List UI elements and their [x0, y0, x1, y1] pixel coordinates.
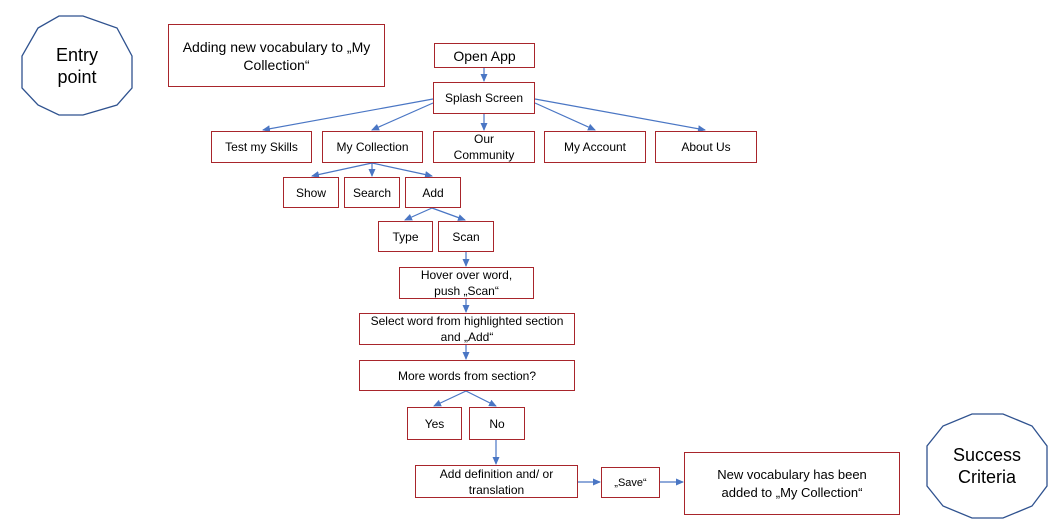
success-criteria-octagon	[926, 413, 1048, 519]
success-criteria-label: Success Criteria	[952, 445, 1022, 487]
node-save: „Save“	[601, 467, 660, 498]
node-type: Type	[378, 221, 433, 252]
edge-collection-show	[311, 162, 373, 178]
node-splash-screen: Splash Screen	[433, 82, 535, 114]
edge-add-type	[404, 207, 433, 221]
edge-splash-test-skills	[262, 98, 434, 133]
node-our-community: Our Community	[433, 131, 535, 163]
entry-point-octagon	[21, 15, 133, 116]
diagram-title: Adding new vocabulary to „My Collection“	[168, 24, 385, 87]
node-add: Add	[405, 177, 461, 208]
edge-splash-about-us	[534, 98, 706, 133]
node-open-app: Open App	[434, 43, 535, 68]
node-hover-over-word: Hover over word, push „Scan“	[399, 267, 534, 299]
edge-collection-add	[371, 162, 433, 178]
node-show: Show	[283, 177, 339, 208]
node-select-word: Select word from highlighted section and…	[359, 313, 575, 345]
node-result: New vocabulary has been added to „My Col…	[684, 452, 900, 515]
node-my-collection: My Collection	[322, 131, 423, 163]
edge-splash-my-account	[534, 102, 596, 131]
node-scan: Scan	[438, 221, 494, 252]
edge-add-scan	[431, 207, 466, 221]
node-about-us: About Us	[655, 131, 757, 163]
node-more-words: More words from section?	[359, 360, 575, 391]
entry-point-label: Entry point	[55, 44, 98, 87]
node-yes: Yes	[407, 407, 462, 440]
node-no: No	[469, 407, 525, 440]
edge-more-no	[465, 390, 497, 407]
node-my-account: My Account	[544, 131, 646, 163]
node-test-my-skills: Test my Skills	[211, 131, 312, 163]
node-search: Search	[344, 177, 400, 208]
edge-more-yes	[433, 390, 467, 407]
node-add-definition: Add definition and/ or translation	[415, 465, 578, 498]
edge-splash-my-collection	[371, 102, 434, 131]
